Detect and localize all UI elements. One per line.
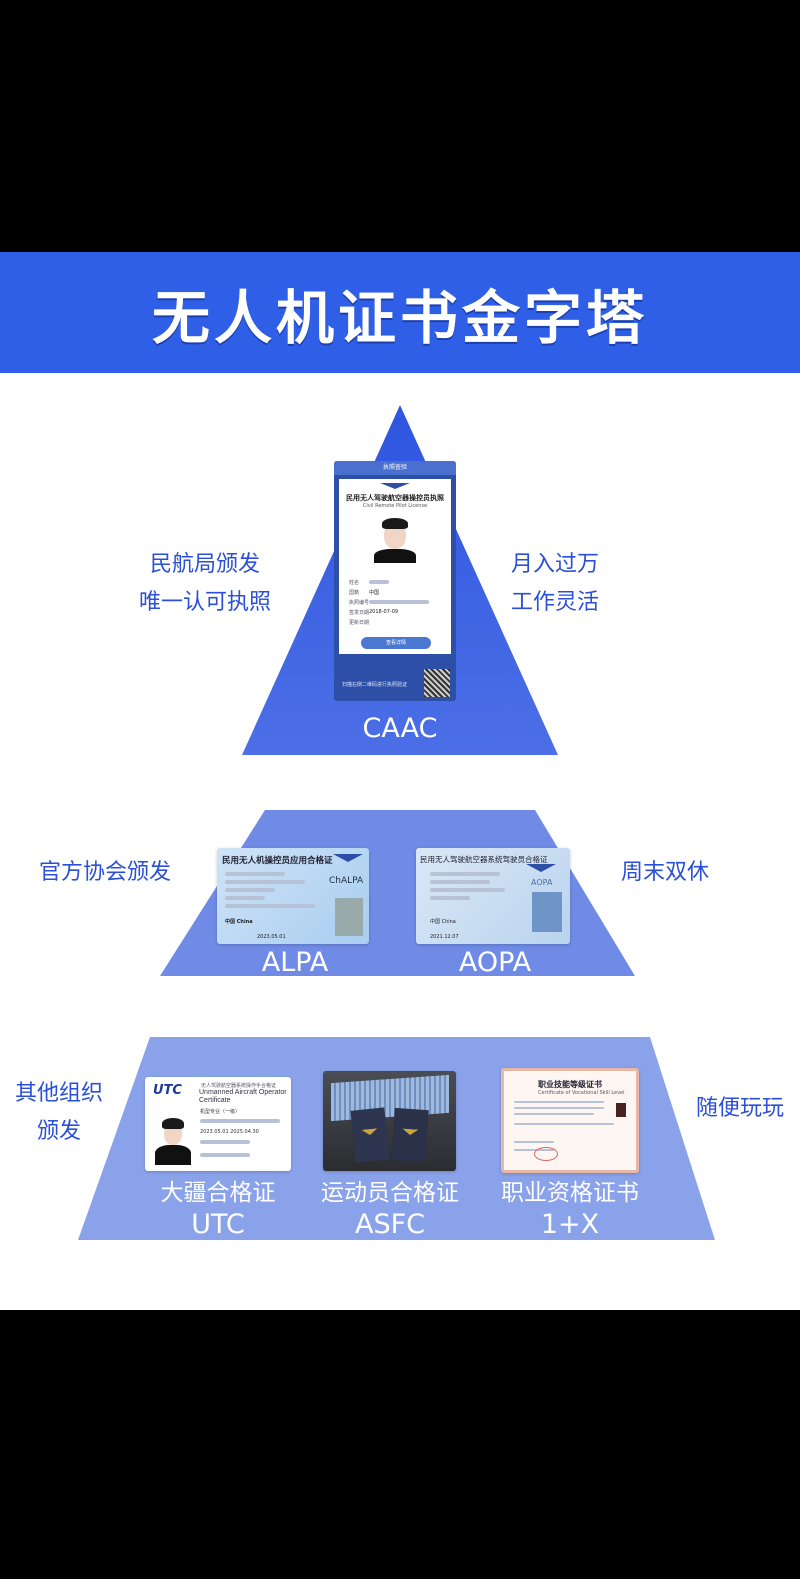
asfc-booklet: [391, 1107, 429, 1163]
label-utc-line-1: 大疆合格证: [160, 1180, 276, 1206]
label-1x-line-2: 1+X: [540, 1209, 600, 1240]
label-asfc-line-1: 运动员合格证: [321, 1180, 459, 1206]
issue-date: 2018-07-09: [369, 609, 399, 615]
card-header: 执照查验: [334, 461, 456, 475]
label-1x: 职业资格证书 1+X: [490, 1178, 650, 1240]
label-aopa: AOPA: [458, 947, 532, 978]
card-subtitle: Civil Remote Pilot License: [362, 503, 428, 509]
aopa-nationality: 中国 China: [430, 919, 456, 925]
card-title: 民用无人驾驶航空器操控员执照: [346, 494, 444, 502]
title-banner: 无人机证书金字塔: [0, 252, 800, 373]
label-1x-line-1: 职业资格证书: [501, 1180, 639, 1206]
utc-certificate-card: UTC 无人驾驶航空器系统操作手合格证 Unmanned Aircraft Op…: [145, 1077, 291, 1171]
label-alpa: ALPA: [261, 947, 329, 978]
vocational-card-title: 职业技能等级证书: [538, 1080, 602, 1089]
pilot-photo-blurred: [532, 892, 562, 932]
seal-stamp: [534, 1147, 558, 1161]
utc-card-subtitle: Unmanned Aircraft Operator Certificate: [199, 1089, 287, 1104]
pyramid-diagram: 民航局颁发 唯一认可执照 月入过万 工作灵活 执照查验 民用无人驾驶航空器操控员…: [0, 373, 800, 1310]
label-utc-line-2: UTC: [191, 1209, 245, 1240]
alpa-nationality: 中国 China: [225, 919, 253, 925]
pilot-photo: [372, 515, 418, 563]
label-utc: 大疆合格证 UTC: [138, 1178, 298, 1240]
vocational-certificate-card: 职业技能等级证书 Certificate of Vocational Skill…: [501, 1068, 639, 1173]
certificate-photo: [616, 1103, 626, 1117]
asfc-certificate-photo: [323, 1071, 456, 1171]
alpa-card-title: 民用无人机操控员应用合格证: [222, 856, 333, 866]
utc-level: 机型专业（一级）: [200, 1109, 241, 1115]
bottom-left-line-1: 其他组织: [14, 1081, 103, 1106]
asfc-booklet: [350, 1107, 390, 1163]
page-title: 无人机证书金字塔: [151, 283, 648, 352]
alpa-certificate-card: 民用无人机操控员应用合格证 ChALPA 中国 China 2023.05.01: [217, 848, 369, 944]
top-left-line-1: 民航局颁发: [149, 552, 260, 577]
middle-left-text: 官方协会颁发: [38, 860, 171, 885]
top-right-line-1: 月入过万: [510, 552, 599, 577]
utc-card-title: 无人驾驶航空器系统操作手合格证: [201, 1083, 277, 1089]
pilot-photo-blurred: [335, 898, 363, 936]
bottom-right-text: 随便玩玩: [695, 1096, 784, 1121]
utc-dates: 2023.05.01 2025.04.30: [200, 1129, 259, 1135]
wings-logo-icon: [526, 864, 556, 872]
label-asfc-line-2: ASFC: [355, 1209, 425, 1240]
aopa-card-title: 民用无人驾驶航空器系统驾驶员合格证: [420, 855, 548, 864]
view-details-button: 查看详情: [361, 637, 431, 649]
label-asfc: 运动员合格证 ASFC: [310, 1178, 470, 1240]
utc-logo: UTC: [153, 1083, 182, 1098]
top-left-text: 民航局颁发 唯一认可执照: [130, 546, 280, 622]
bottom-left-text: 其他组织 颁发: [0, 1075, 118, 1151]
bottom-left-line-2: 颁发: [36, 1119, 81, 1144]
alpa-date: 2023.05.01: [257, 934, 286, 940]
pilot-photo: [153, 1113, 193, 1165]
aopa-logo: AOPA: [531, 878, 553, 887]
label-caac: CAAC: [362, 713, 438, 744]
top-right-text: 月入过万 工作灵活: [495, 546, 615, 622]
qr-code-icon: [424, 669, 450, 697]
alpa-logo: ChALPA: [329, 876, 364, 886]
nationality: 中国: [369, 590, 380, 596]
aopa-certificate-card: 民用无人驾驶航空器系统驾驶员合格证 AOPA 中国 China 2021.12.…: [416, 848, 570, 944]
middle-right-text: 周末双休: [620, 860, 709, 885]
top-left-line-2: 唯一认可执照: [138, 590, 271, 615]
caac-license-card: 执照查验 民用无人驾驶航空器操控员执照 Civil Remote Pilot L…: [334, 461, 456, 701]
card-footer: 扫描右侧二维码进行执照验证: [342, 682, 408, 688]
wings-logo-icon: [380, 483, 410, 489]
vocational-card-subtitle: Certificate of Vocational Skill Level: [538, 1090, 625, 1096]
aopa-date: 2021.12.07: [430, 934, 459, 940]
wings-logo-icon: [333, 854, 363, 862]
top-right-line-2: 工作灵活: [510, 590, 599, 615]
